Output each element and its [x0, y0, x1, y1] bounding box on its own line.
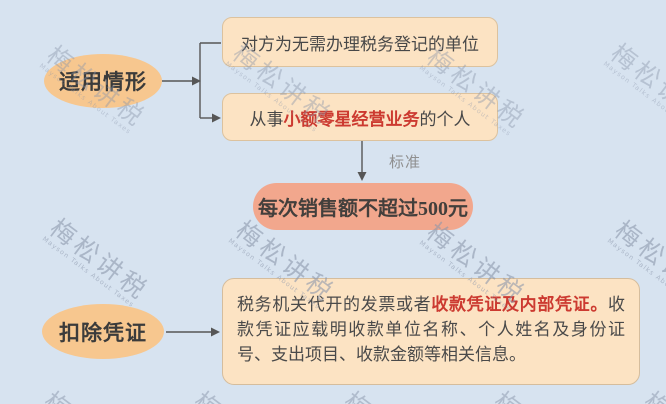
individual-condition-text: 从事小额零星经营业务的个人	[249, 109, 471, 129]
arrowhead-box2	[212, 113, 221, 123]
individual-condition-box: 从事小额零星经营业务的个人	[222, 93, 498, 141]
voucher-description-box: 税务机关代开的发票或者收款凭证及内部凭证。收款凭证应载明收款单位名称、个人姓名及…	[222, 278, 640, 385]
unit-condition-box: 对方为无需办理税务登记的单位	[222, 17, 498, 67]
sales-limit-text: 每次销售额不超过500元	[258, 198, 468, 220]
unit-condition-text: 对方为无需办理税务登记的单位	[241, 34, 479, 54]
sales-limit-pill: 每次销售额不超过500元	[253, 183, 473, 230]
deduction-voucher-label: 扣除凭证	[59, 320, 147, 345]
arrowhead-bigbox	[211, 327, 220, 337]
arrowhead-branch	[192, 76, 201, 86]
applicable-scenarios-ellipse: 适用情形	[44, 54, 162, 108]
receipt-voucher-highlight: 收款凭证及内部凭证。	[431, 295, 609, 314]
deduction-voucher-ellipse: 扣除凭证	[42, 304, 164, 359]
applicable-scenarios-label: 适用情形	[59, 70, 147, 94]
standard-label: 标准	[389, 155, 422, 171]
small-sporadic-business-highlight: 小额零星经营业务	[283, 109, 420, 129]
arrowhead-pill	[357, 172, 367, 181]
